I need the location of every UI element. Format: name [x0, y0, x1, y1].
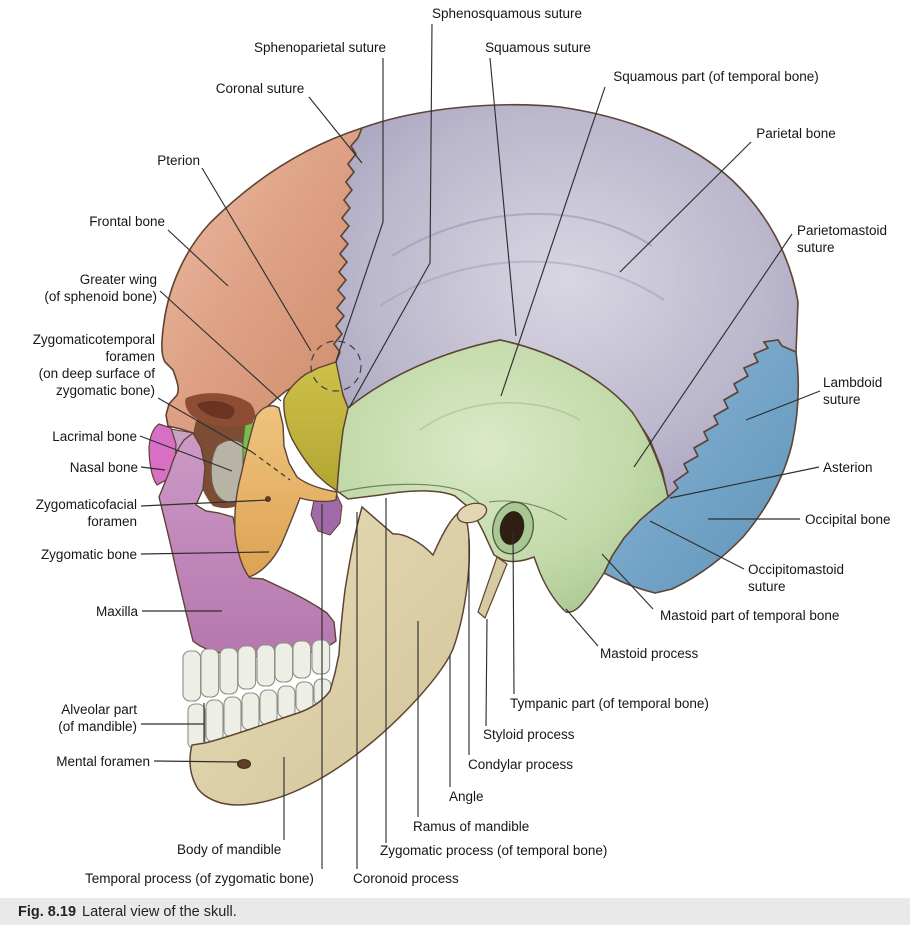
label-mental-foramen: Mental foramen [56, 754, 150, 769]
label-body-of-mandible: Body of mandible [177, 842, 282, 857]
label-condylar-process: Condylar process [468, 757, 574, 772]
leader-parietal-bone [619, 141, 752, 273]
leader-frontal-bone [167, 229, 229, 287]
label-mastoid-part: Mastoid part of temporal bone [660, 608, 840, 623]
leader-squamous-suture [489, 57, 517, 337]
label-angle: Angle [449, 789, 484, 804]
leader-nasal-bone [140, 466, 166, 471]
label-parietal-bone: Parietal bone [756, 126, 836, 141]
leader-mastoid-part [601, 553, 654, 610]
figure-title: Lateral view of the skull. [82, 903, 237, 920]
upper-teeth [182, 639, 331, 702]
label-asterion: Asterion [823, 460, 873, 475]
label-occipitomastoid-suture: Occipitomastoid suture [748, 562, 845, 594]
zygomatic-bone-shape [234, 405, 338, 578]
label-occipital-bone: Occipital bone [805, 512, 891, 527]
acoustic-meatus-opening [499, 511, 525, 545]
label-nasal-bone: Nasal bone [69, 460, 138, 475]
label-parietomastoid-suture: Parietomastoid suture [797, 223, 888, 255]
leader-occipitomastoid-suture [649, 520, 745, 570]
label-zygomatic-process: Zygomatic process (of temporal bone) [380, 843, 608, 858]
label-frontal-bone: Frontal bone [89, 214, 165, 229]
leader-zygomatic-bone [140, 551, 270, 555]
leader-lacrimal-bone [139, 435, 233, 472]
leader-zygomaticotemporal-dashed [251, 451, 291, 481]
styloid-process-shape [477, 556, 508, 619]
leader-styloid-process [485, 618, 488, 727]
leader-lambdoid-suture [745, 390, 821, 421]
label-mastoid-process: Mastoid process [600, 646, 699, 661]
label-pterion: Pterion [157, 153, 200, 168]
label-ramus-of-mandible: Ramus of mandible [413, 819, 530, 834]
label-coronoid-process: Coronoid process [353, 871, 459, 886]
label-sphenoparietal-suture: Sphenoparietal suture [253, 40, 387, 55]
lower-teeth [187, 678, 332, 750]
label-zygomaticotemporal-foramen: Zygomaticotemporal foramen (on deep surf… [32, 332, 155, 398]
leader-zygomaticotemporal-solid [157, 397, 253, 453]
pterion-dashed-circle [310, 340, 362, 392]
label-tympanic-part: Tympanic part (of temporal bone) [510, 696, 709, 711]
leader-greater-wing [159, 290, 282, 402]
figure-caption: Fig. 8.19 Lateral view of the skull. [18, 904, 237, 920]
leader-mastoid-process [565, 608, 599, 647]
leader-lines [139, 23, 821, 869]
label-sphenosquamous-suture: Sphenosquamous suture [431, 6, 583, 21]
mandible-shape [189, 505, 471, 806]
label-styloid-process: Styloid process [483, 727, 575, 742]
label-maxilla: Maxilla [95, 604, 138, 619]
label-squamous-part: Squamous part (of temporal bone) [613, 69, 819, 84]
label-greater-wing: Greater wing (of sphenoid bone) [44, 272, 157, 304]
leader-squamous-part [500, 86, 606, 397]
label-zygomatic-bone: Zygomatic bone [40, 547, 137, 562]
label-lambdoid-suture: Lambdoid suture [823, 375, 883, 407]
label-temporal-process: Temporal process (of zygomatic bone) [85, 871, 314, 886]
figure-number: Fig. 8.19 [18, 903, 77, 920]
label-alveolar-part: Alveolar part (of mandible) [58, 702, 137, 734]
condyle-head [456, 502, 488, 524]
leader-zygomaticofacial-foramen [140, 499, 269, 507]
label-squamous-suture: Squamous suture [485, 40, 591, 55]
mental-foramen-dot [237, 759, 251, 769]
sphenoid-greater-wing-shape [283, 361, 349, 493]
temporal-shading-arc [419, 401, 581, 431]
leader-pterion [201, 167, 312, 352]
leader-parietomastoid-suture [633, 233, 793, 468]
parietal-shading-arc [379, 260, 665, 307]
label-zygomaticofacial-foramen: Zygomaticofacial foramen [35, 497, 137, 529]
supramastoid-crest [488, 500, 568, 521]
occipital-bone-shape [602, 339, 800, 594]
label-coronal-suture: Coronal suture [215, 81, 305, 96]
leader-sphenosquamous-suture [348, 23, 433, 409]
leader-coronal-suture [308, 96, 363, 164]
label-lacrimal-bone: Lacrimal bone [52, 429, 137, 444]
zygomaticofacial-foramen-dot [265, 496, 271, 502]
parietal-shading-arc [391, 212, 653, 257]
leader-mental-foramen [153, 760, 240, 763]
leader-sphenoparietal-suture [335, 58, 384, 362]
leader-tympanic-part [512, 530, 515, 695]
leader-asterion [669, 466, 820, 499]
caption-bar: Fig. 8.19 Lateral view of the skull. [0, 898, 910, 925]
nasal-aperture-dark [197, 400, 235, 419]
